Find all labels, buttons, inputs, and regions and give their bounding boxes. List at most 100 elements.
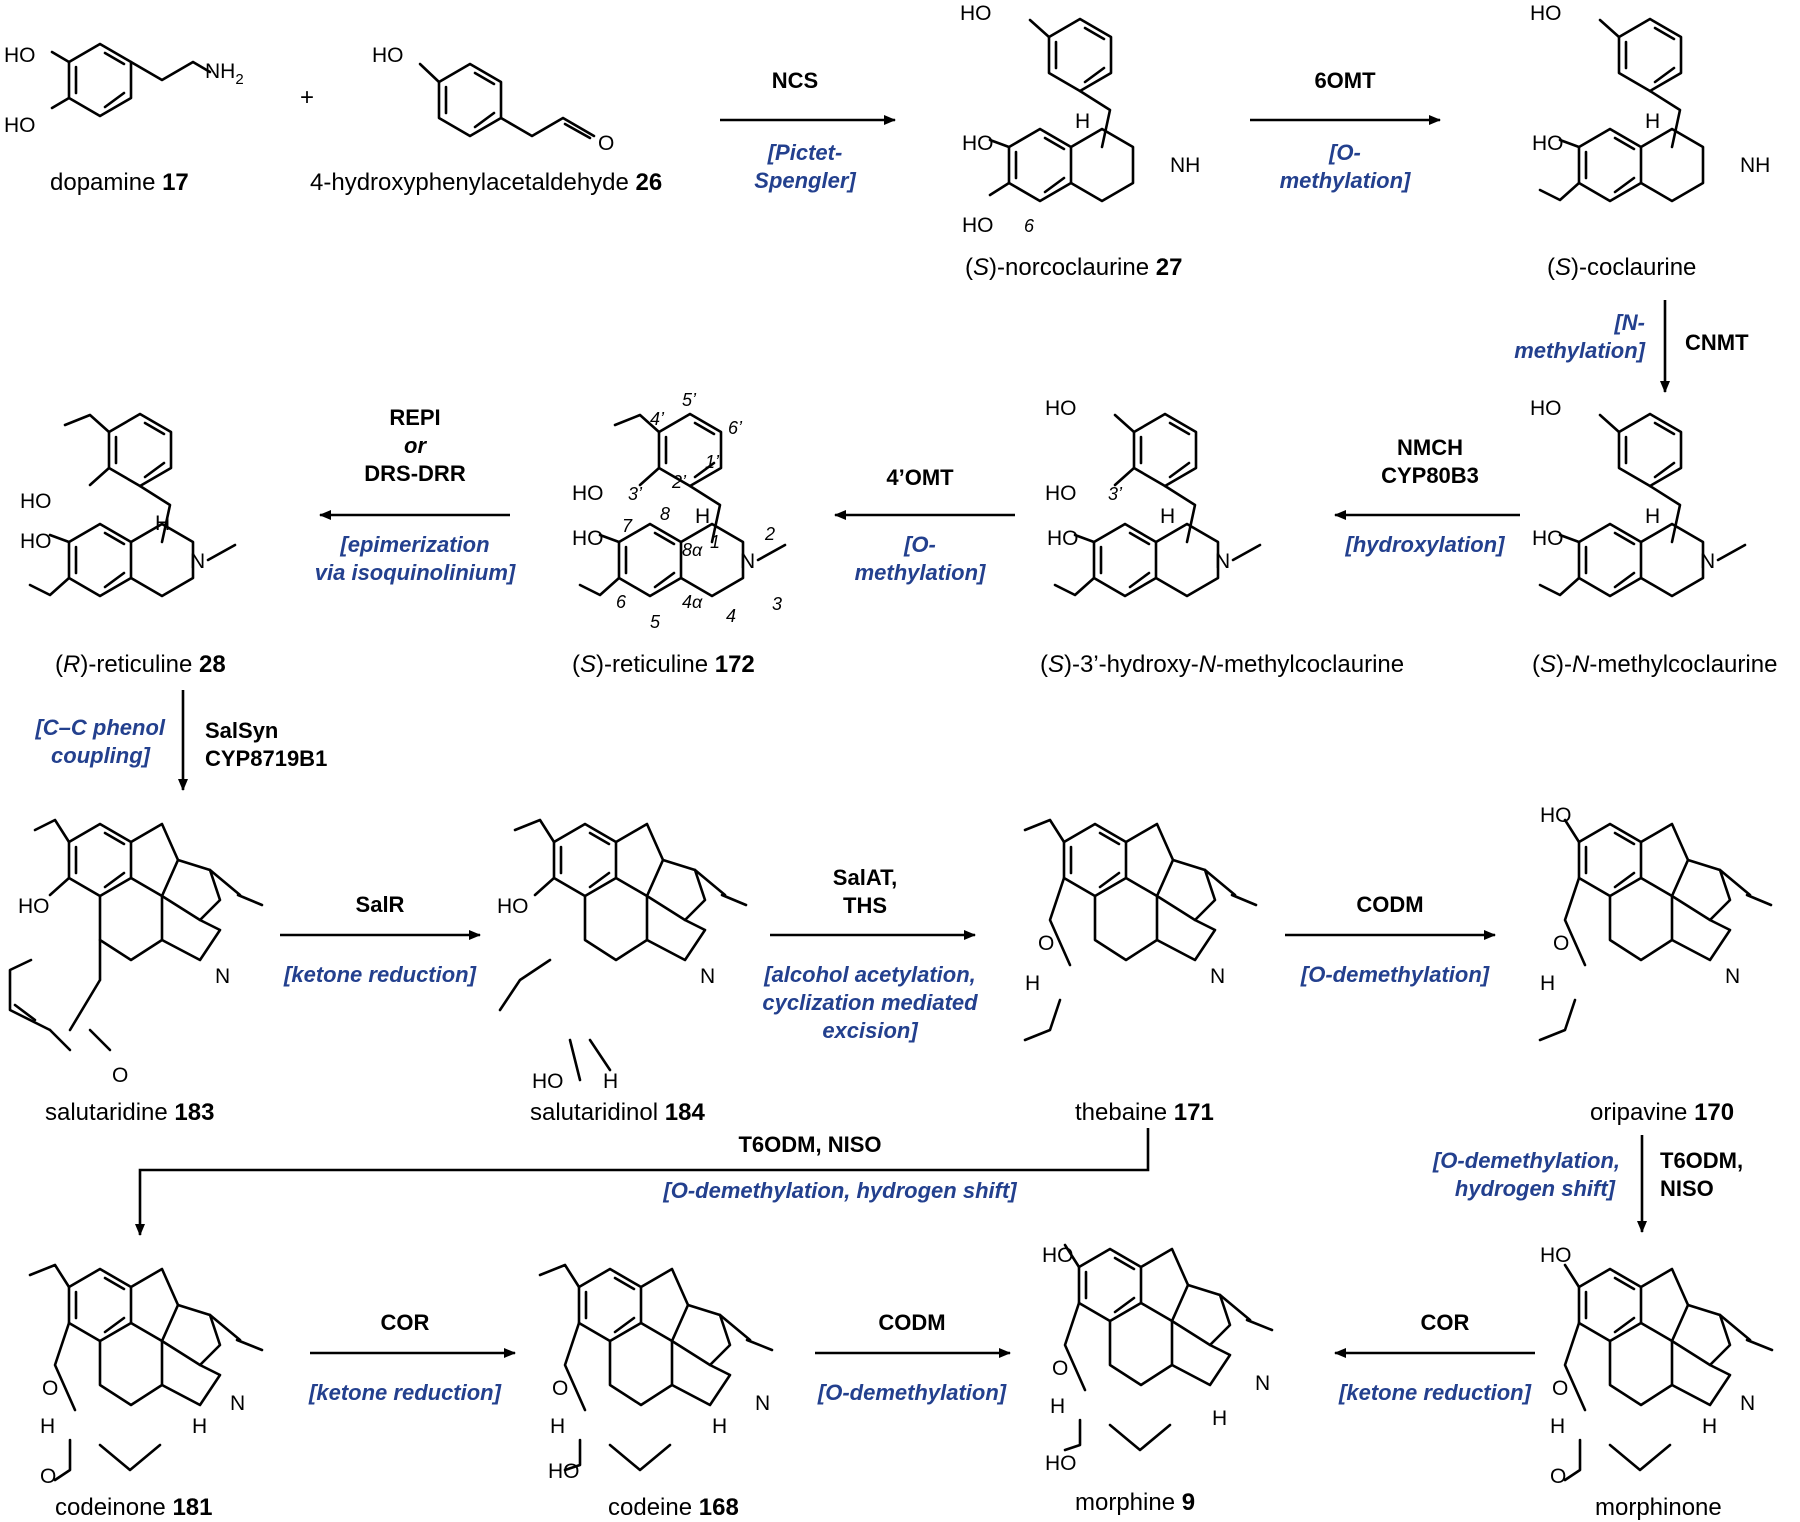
morphinone-structure: HO O H H N O xyxy=(1540,1244,1774,1488)
enzyme-ths: THS xyxy=(843,893,887,918)
position-label: 6’ xyxy=(728,418,743,438)
atom-label: O xyxy=(552,1377,568,1400)
enzyme-nmch: NMCH xyxy=(1397,435,1463,460)
enzyme-t6odm-niso: T6ODM, NISO xyxy=(738,1132,881,1157)
reaction-nmethyl-2: methylation] xyxy=(1514,338,1645,363)
atom-label: N xyxy=(1255,1372,1270,1395)
reaction-odemhs: [O-demethylation, hydrogen shift] xyxy=(662,1178,1017,1203)
enzyme-cyp80b3: CYP80B3 xyxy=(1381,463,1479,488)
enzyme-repi: REPI xyxy=(389,405,440,430)
label-hpaa: 4-hydroxyphenylacetaldehyde 26 xyxy=(310,169,662,196)
atom-label: O xyxy=(598,132,614,155)
atom-label: H xyxy=(695,505,710,528)
label-thebaine: thebaine 171 xyxy=(1075,1099,1214,1126)
atom-label: HO xyxy=(962,214,994,237)
r-reticuline-structure: HO HO N H xyxy=(20,412,237,596)
atom-label: HO xyxy=(1047,527,1079,550)
atom-label: NH2 xyxy=(205,60,244,88)
atom-label: HO xyxy=(20,490,52,513)
atom-label: HO xyxy=(1530,2,1562,25)
atom-label: HO xyxy=(548,1460,580,1483)
atom-label: H xyxy=(712,1415,727,1438)
arrow-t6odm-thebaine xyxy=(135,1128,1150,1236)
enzyme-cor-2: COR xyxy=(1421,1310,1470,1335)
label-morphinone: morphinone xyxy=(1595,1494,1722,1521)
norcoclaurine-structure: HO HO HO NH H 6 xyxy=(960,2,1200,237)
atom-label: N xyxy=(1700,550,1715,573)
label-hydroxynmc: (S)-3’-hydroxy-N-methylcoclaurine xyxy=(1040,651,1404,678)
atom-label: H xyxy=(1160,505,1175,528)
reaction-odemeth-1: [O-demethylation] xyxy=(1300,962,1490,987)
codeinone-structure: O H H N O xyxy=(28,1263,264,1488)
label-norcoclaurine: (S)-norcoclaurine 27 xyxy=(965,254,1182,281)
atom-label: H xyxy=(1550,1415,1565,1438)
atom-label: H xyxy=(155,512,170,535)
atom-label: N xyxy=(190,550,205,573)
label-nmethylcoclaurine: (S)-N-methylcoclaurine xyxy=(1532,651,1777,678)
position-label: 3’ xyxy=(1108,484,1123,504)
atom-label: H xyxy=(1645,110,1660,133)
atom-label: H xyxy=(1212,1407,1227,1430)
enzyme-cnmt: CNMT xyxy=(1685,330,1749,355)
position-label: 6 xyxy=(1024,216,1035,236)
hydroxynmc-structure: HO HO HO N H 3’ xyxy=(1045,397,1262,596)
atom-label: H xyxy=(1050,1395,1065,1418)
label-morphine: morphine 9 xyxy=(1075,1489,1195,1516)
enzyme-codm-2: CODM xyxy=(878,1310,945,1335)
label-salutaridinol: salutaridinol 184 xyxy=(530,1099,705,1126)
atom-label: N xyxy=(1740,1392,1755,1415)
atom-label: H xyxy=(1645,505,1660,528)
reaction-cc-1: [C–C phenol xyxy=(34,715,165,740)
label-codeinone: codeinone 181 xyxy=(55,1494,212,1521)
atom-label: H xyxy=(1540,972,1555,995)
atom-label: N xyxy=(1210,965,1225,988)
atom-label: O xyxy=(1553,932,1569,955)
position-label: 3 xyxy=(772,594,782,614)
plus-sign: + xyxy=(300,84,314,111)
reaction-ketone-2: [ketone reduction] xyxy=(308,1380,502,1405)
label-oripavine: oripavine 170 xyxy=(1590,1099,1734,1126)
reaction-pictet-2: Spengler] xyxy=(754,168,856,193)
oripavine-structure: HO O H N xyxy=(1538,804,1773,1042)
hpaa-structure: HO O xyxy=(372,44,614,155)
position-label: 3’ xyxy=(628,484,643,504)
atom-label: H xyxy=(192,1415,207,1438)
atom-label: H xyxy=(40,1415,55,1438)
label-dopamine: dopamine 17 xyxy=(50,169,189,196)
position-label: 4’ xyxy=(650,409,665,429)
atom-label: HO xyxy=(1045,397,1077,420)
enzyme-salr: SalR xyxy=(356,892,405,917)
position-label: 8 xyxy=(660,504,670,524)
atom-label: N xyxy=(755,1392,770,1415)
reaction-ketone-1: [ketone reduction] xyxy=(283,962,477,987)
atom-label: HO xyxy=(18,895,50,918)
position-label: 1’ xyxy=(705,452,720,472)
reaction-odemhs-2: hydrogen shift] xyxy=(1455,1176,1616,1201)
atom-label: O xyxy=(1552,1377,1568,1400)
reaction-omethyl-2: methylation] xyxy=(1280,168,1411,193)
reaction-acet-2: cyclization mediated xyxy=(762,990,978,1015)
label-coclaurine: (S)-coclaurine xyxy=(1547,254,1696,281)
atom-label: HO xyxy=(1530,397,1562,420)
morphine-structure: HO O H H N HO xyxy=(1042,1243,1274,1475)
enzyme-codm-1: CODM xyxy=(1356,892,1423,917)
atom-label: N xyxy=(215,965,230,988)
enzyme-or: or xyxy=(404,433,427,458)
atom-label: HO xyxy=(20,530,52,553)
enzyme-cor-1: COR xyxy=(381,1310,430,1335)
atom-label: HO xyxy=(1532,132,1564,155)
atom-label: HO xyxy=(532,1070,564,1093)
atom-label: HO xyxy=(372,44,404,67)
codeine-structure: O H H N HO xyxy=(538,1263,774,1483)
salutaridine-structure: HO N O xyxy=(8,818,264,1087)
atom-label: HO xyxy=(1045,1452,1077,1475)
reaction-epim-1: [epimerization xyxy=(339,532,489,557)
reaction-cc-2: coupling] xyxy=(51,743,151,768)
thebaine-structure: O H N xyxy=(1023,818,1258,1042)
enzyme-drsdrr: DRS-DRR xyxy=(364,461,466,486)
reaction-odemhs-1: [O-demethylation, xyxy=(1432,1148,1620,1173)
atom-label: O xyxy=(40,1465,56,1488)
position-label: 7 xyxy=(622,516,633,536)
enzyme-cyp719: CYP8719B1 xyxy=(205,746,327,771)
atom-label: H xyxy=(1702,1415,1717,1438)
